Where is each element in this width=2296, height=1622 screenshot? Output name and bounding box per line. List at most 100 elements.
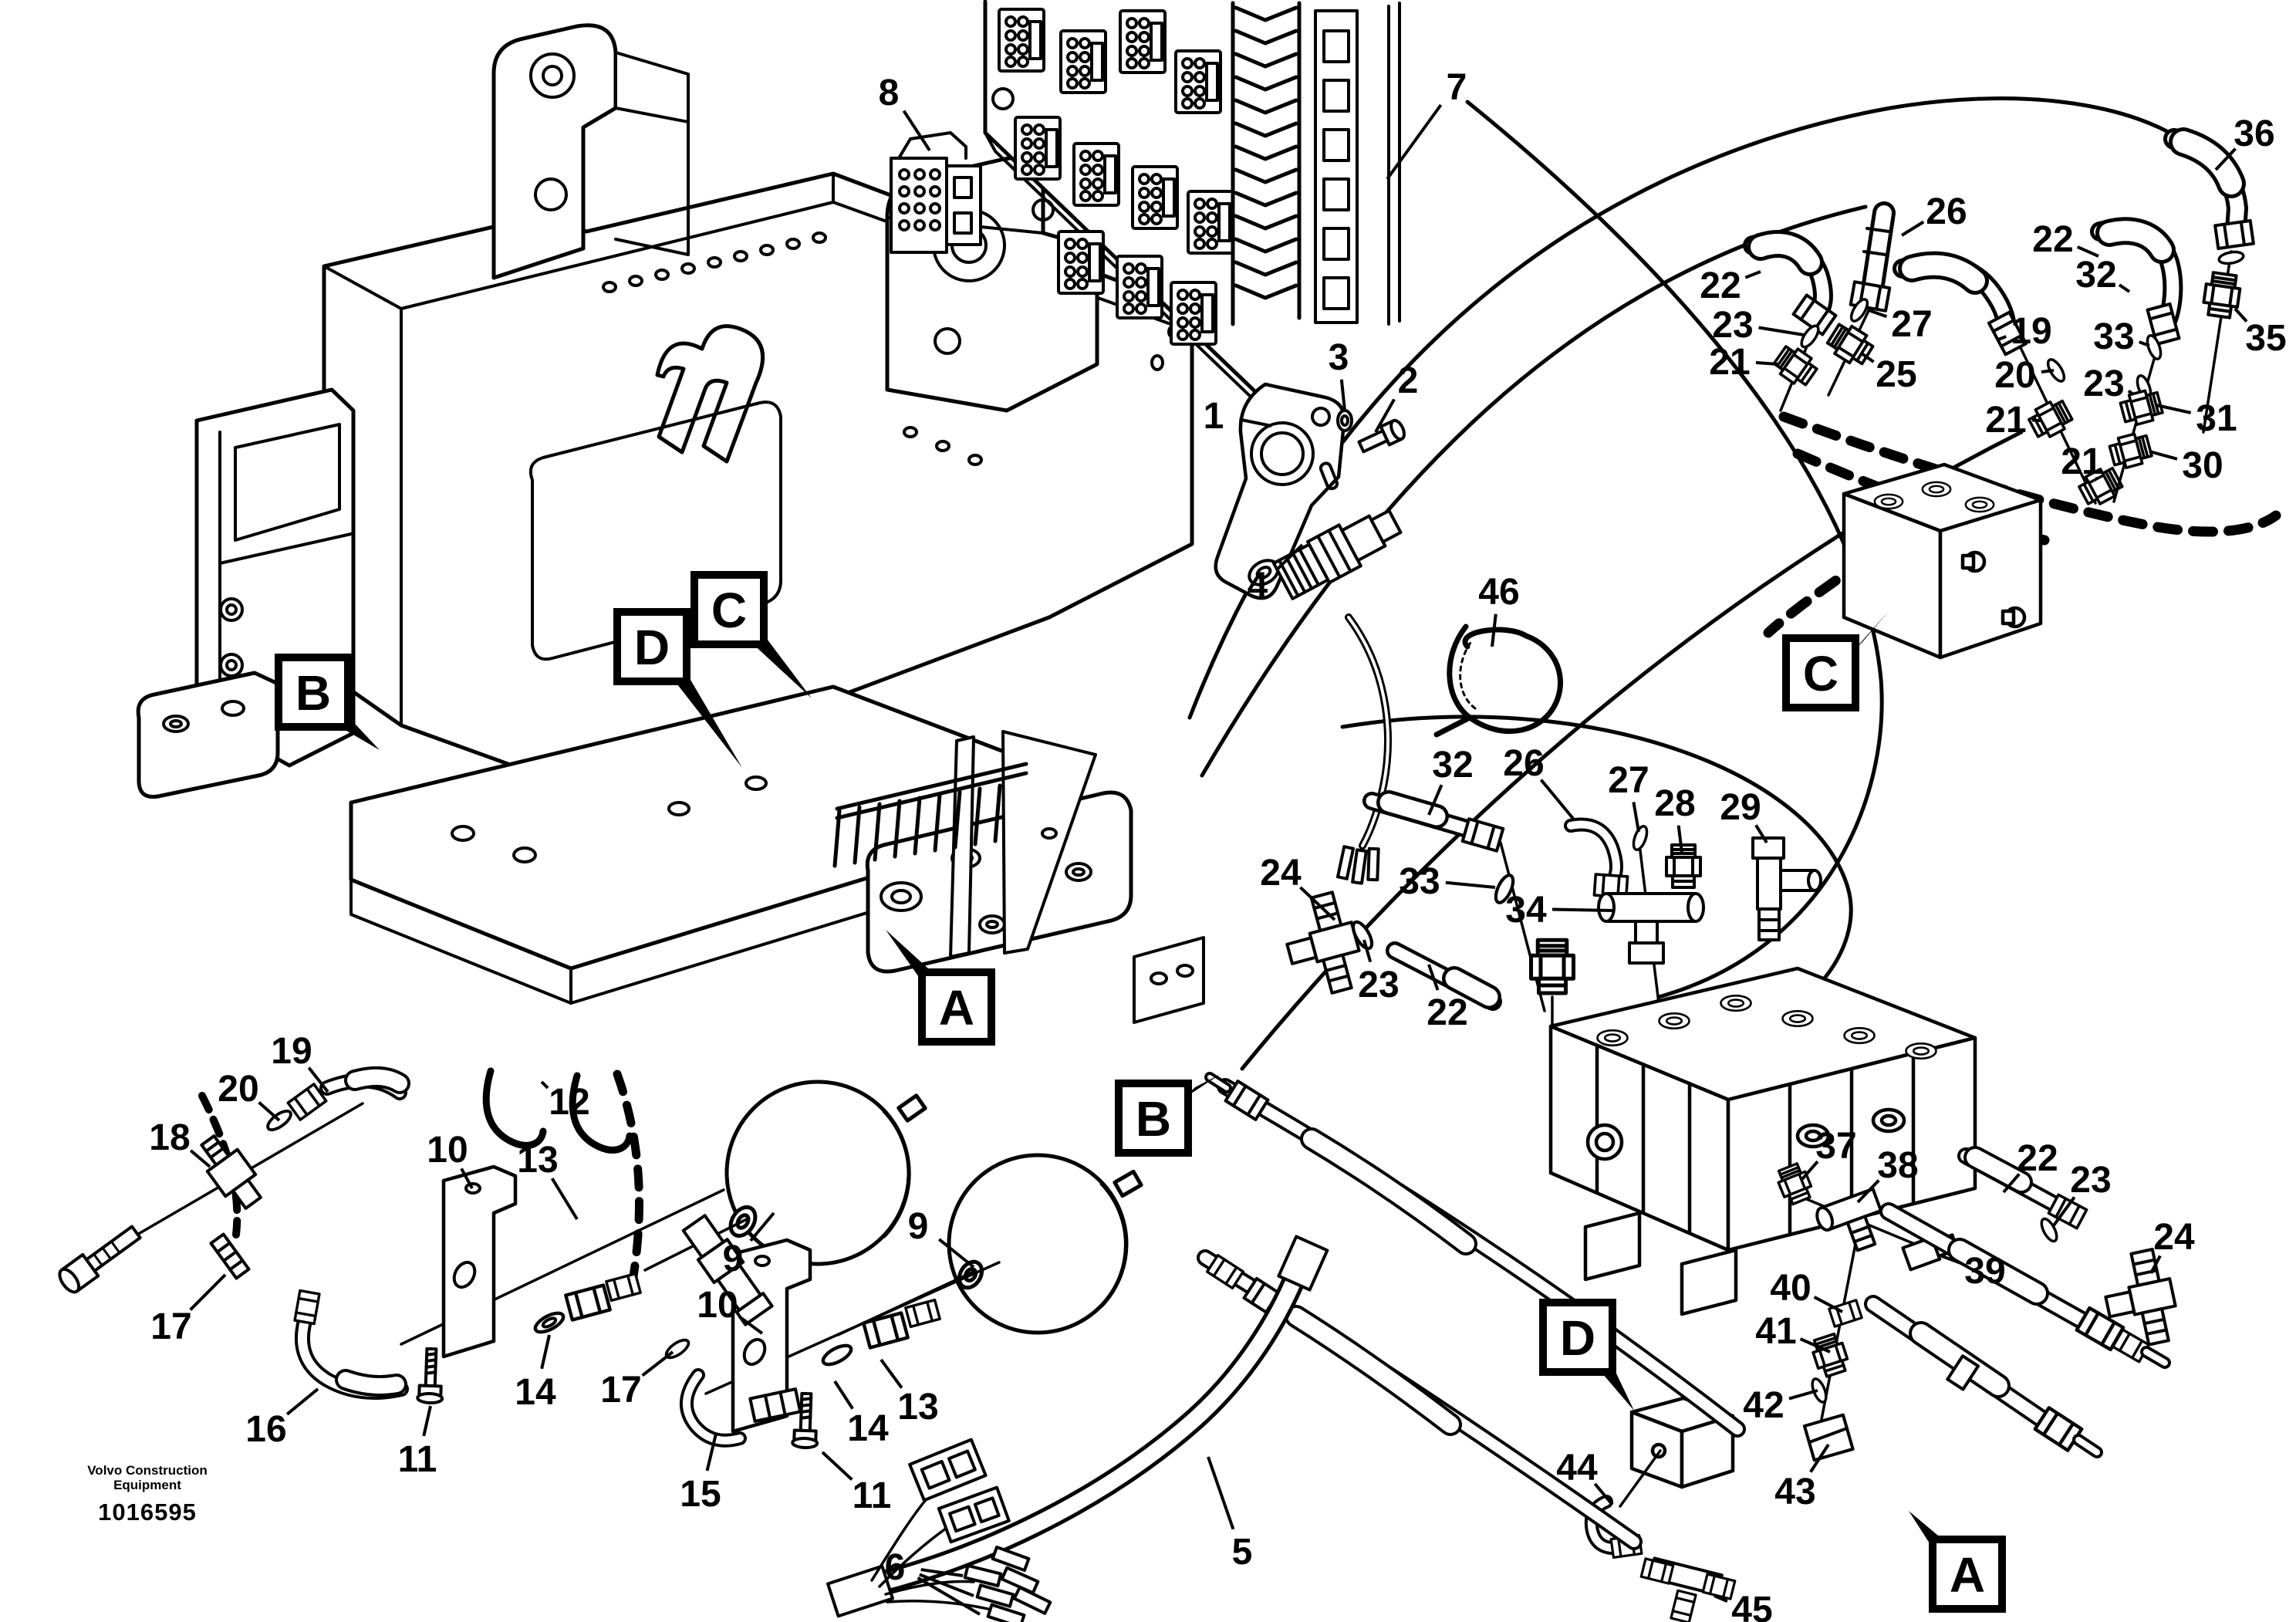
callout-37-35: 37 [1815, 1126, 1856, 1167]
washer-3 [1336, 409, 1353, 432]
callout-21-11: 21 [1709, 342, 1750, 383]
view-ref-letter-C: C [711, 583, 747, 638]
callout-27-12: 27 [1891, 304, 1932, 345]
leader-line-46 [1491, 613, 1497, 647]
leader-line-23 [1362, 939, 1373, 963]
leader-line-31 [2156, 404, 2192, 414]
fitting-stack-4 [2090, 217, 2183, 503]
leader-line-15 [705, 1433, 718, 1472]
leader-line-18 [189, 1149, 211, 1168]
callout-27-27: 27 [1608, 760, 1649, 801]
callout-46-6: 46 [1478, 572, 1519, 613]
leader-line-14 [833, 1380, 854, 1410]
callout-24-32: 24 [1260, 853, 1302, 894]
tee-29 [1751, 836, 1822, 941]
view-ref-D: D [1539, 1299, 1634, 1411]
view-ref-frame [613, 608, 690, 685]
left-fitting-cluster [58, 1066, 410, 1400]
callout-16-51: 16 [245, 1409, 286, 1450]
callout-13-63: 13 [897, 1387, 938, 1428]
cable-tie-46 [1433, 623, 1563, 738]
leader-line-13 [880, 1358, 903, 1389]
leader-line-38 [1856, 1179, 1880, 1204]
view-ref-B: B [1115, 1074, 1221, 1157]
view-ref-C: C [1782, 611, 1889, 711]
callout-40-41: 40 [1770, 1268, 1811, 1309]
harness-terminals [963, 1545, 1052, 1622]
view-ref-frame [918, 968, 995, 1046]
leader-line-44 [1593, 1482, 1614, 1506]
leader-line-32 [1427, 784, 1443, 816]
leader-line-22 [1427, 964, 1440, 991]
callout-33-30: 33 [1399, 861, 1440, 902]
leader-line-33 [1445, 880, 1496, 889]
fitting-stack-3 [1893, 251, 2126, 511]
callout-20-48: 20 [218, 1069, 258, 1110]
figure-number: 1016595 [98, 1499, 197, 1526]
leader-line-43 [1809, 1443, 1830, 1473]
callout-21-21: 21 [2061, 441, 2102, 482]
leader-line-22 [1744, 270, 1761, 279]
callout-6-65: 6 [885, 1547, 906, 1588]
leader-line-36 [2214, 147, 2237, 171]
view-ref-D: D [613, 608, 742, 768]
leader-line-21 [1755, 360, 1779, 366]
leader-line-23 [2127, 389, 2134, 395]
wiring-harness [826, 1235, 1329, 1622]
callout-7-1: 7 [1447, 67, 1467, 108]
view-ref-frame [690, 571, 768, 648]
bracket-10a-cluster [400, 1164, 725, 1404]
callout-33-19: 33 [2093, 316, 2134, 357]
callout-41-42: 41 [1755, 1311, 1796, 1352]
manifold-cube-c [1842, 462, 2043, 660]
leader-line-7 [1386, 103, 1443, 181]
callout-3-2: 3 [1329, 337, 1349, 378]
sensor-4 [1271, 509, 1403, 600]
leader-line-23 [1758, 326, 1805, 336]
view-ref-frame [1539, 1299, 1616, 1376]
callout-36-7: 36 [2234, 113, 2274, 154]
callout-19-14: 19 [2011, 311, 2051, 352]
view-ref-frame [1782, 634, 1859, 711]
leader-line-33 [2139, 340, 2150, 347]
callout-13-53: 13 [517, 1140, 558, 1181]
callout-11-55: 11 [398, 1439, 437, 1480]
leader-line-34 [1551, 907, 1613, 912]
bottom-right-cluster [1584, 1146, 2177, 1622]
leader-line-21 [2031, 418, 2041, 422]
callout-43-44: 43 [1774, 1472, 1815, 1512]
view-ref-letter-D: D [634, 620, 670, 675]
callout-1-4: 1 [1204, 396, 1224, 437]
leader-line-6 [920, 1568, 964, 1577]
leader-line-27 [1632, 802, 1640, 833]
accumulator-sphere-left [724, 1080, 927, 1266]
leader-line-17 [189, 1273, 227, 1311]
callout-25-13: 25 [1876, 354, 1916, 395]
leader-line-20 [258, 1101, 281, 1122]
leader-line-27 [1868, 309, 1888, 319]
leader-line-16 [285, 1387, 319, 1416]
callout-26-26: 26 [1503, 743, 1544, 784]
leader-line-17 [641, 1350, 674, 1377]
callout-17-60: 17 [600, 1370, 641, 1411]
accumulator-sphere-right [947, 1153, 1143, 1335]
leader-line-28 [1676, 825, 1683, 853]
callout-30-23: 30 [2182, 445, 2223, 486]
manifold-cube-d [1629, 1396, 1735, 1489]
leader-line-12 [540, 1080, 549, 1090]
leader-line-5 [1207, 1456, 1235, 1530]
view-ref-letter-C: C [1803, 646, 1838, 701]
fitting-stack-1 [1743, 230, 1838, 412]
frame-comb [832, 762, 1028, 868]
callout-11-64: 11 [853, 1475, 892, 1516]
view-ref-A: A [886, 930, 995, 1046]
leader-line-24 [2149, 1255, 2162, 1274]
leader-line-19 [307, 1066, 329, 1093]
tee-34 [1597, 892, 1705, 965]
callout-15-61: 15 [680, 1474, 721, 1515]
view-ref-B: B [275, 654, 380, 750]
leader-line-10 [738, 1315, 764, 1335]
